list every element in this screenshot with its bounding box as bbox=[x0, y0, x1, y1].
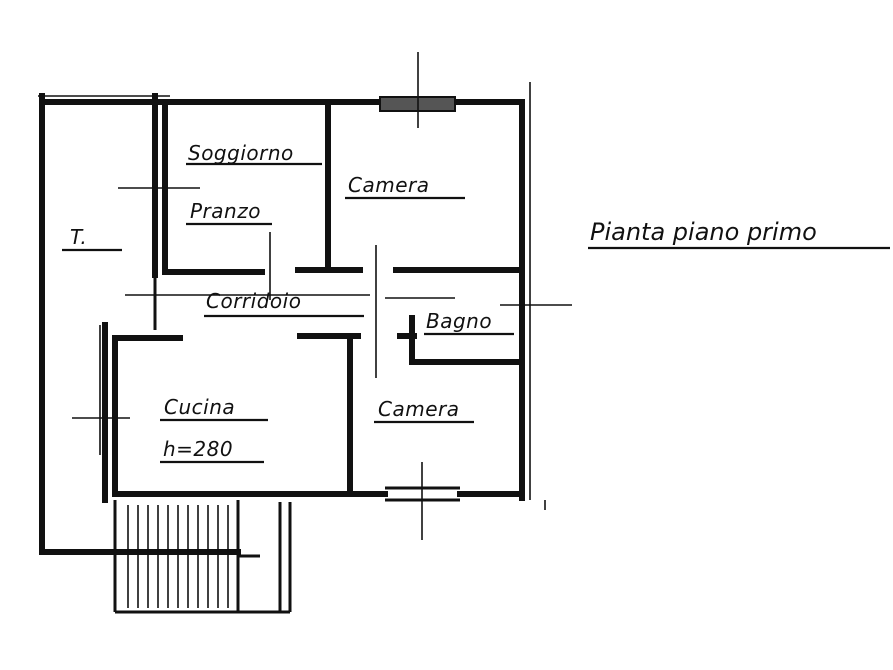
label-cucina: Cucina bbox=[164, 395, 235, 419]
plan-title: Pianta piano primo bbox=[590, 218, 817, 246]
axis-lines bbox=[38, 52, 572, 540]
label-pranzo: Pranzo bbox=[190, 199, 261, 223]
staircase bbox=[113, 500, 292, 614]
room-labels: T. Soggiorno Pranzo Camera Corridoio Bag… bbox=[62, 141, 890, 464]
label-height: h=280 bbox=[163, 437, 233, 461]
label-bagno: Bagno bbox=[426, 309, 492, 333]
label-soggiorno: Soggiorno bbox=[188, 141, 294, 165]
label-camera-top: Camera bbox=[348, 173, 430, 197]
label-camera-bottom: Camera bbox=[378, 397, 460, 421]
label-corridoio: Corridoio bbox=[206, 289, 301, 313]
interior-walls bbox=[102, 93, 525, 503]
outer-walls bbox=[39, 93, 525, 555]
label-terrace: T. bbox=[70, 225, 87, 249]
